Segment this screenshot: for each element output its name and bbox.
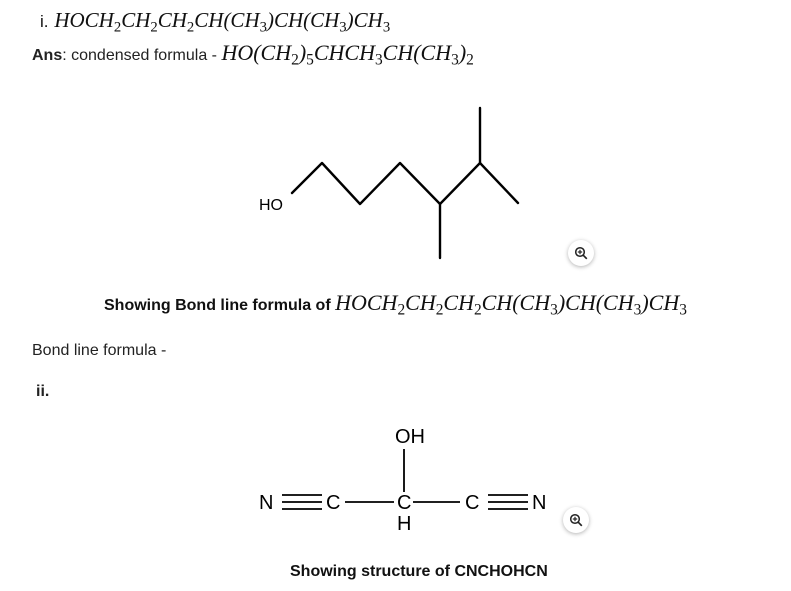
answer-line: Ans: condensed formula - HO(CH2)5CHCH3CH… <box>32 40 474 69</box>
question-formula: HOCH2CH2CH2CH(CH3)CH(CH3)CH3 <box>54 8 391 36</box>
bond-line-formula-label: Bond line formula - <box>32 342 167 359</box>
carbon-right-label: C <box>465 492 479 514</box>
figure-caption-2: Showing structure of CNCHOHCN <box>290 563 548 580</box>
zoom-button-2[interactable] <box>563 507 589 533</box>
question-i: i. HOCH2CH2CH2CH(CH3)CH(CH3)CH3 <box>40 8 391 36</box>
answer-label: Ans <box>32 47 63 64</box>
carbon-center-label: C <box>397 492 411 514</box>
question-ii-number: ii. <box>36 383 50 400</box>
nitrogen-left-label: N <box>259 492 273 514</box>
hydroxyl-label: OH <box>395 426 425 448</box>
hydrogen-label: H <box>397 513 411 535</box>
figure-caption-1: Showing Bond line formula of HOCH2CH2CH2… <box>104 290 687 319</box>
question-number: i. <box>40 12 49 31</box>
nitrogen-right-label: N <box>532 492 546 514</box>
zoom-button-1[interactable] <box>568 240 594 266</box>
hydroxyl-label: HO <box>259 197 283 214</box>
answer-text: : condensed formula - <box>62 47 222 64</box>
zoom-in-icon <box>574 246 588 260</box>
caption-formula: HOCH2CH2CH2CH(CH3)CH(CH3)CH3 <box>335 290 687 319</box>
carbon-left-label: C <box>326 492 340 514</box>
condensed-formula: HO(CH2)5CHCH3CH(CH3)2 <box>221 40 474 69</box>
zoom-in-icon <box>569 513 583 527</box>
